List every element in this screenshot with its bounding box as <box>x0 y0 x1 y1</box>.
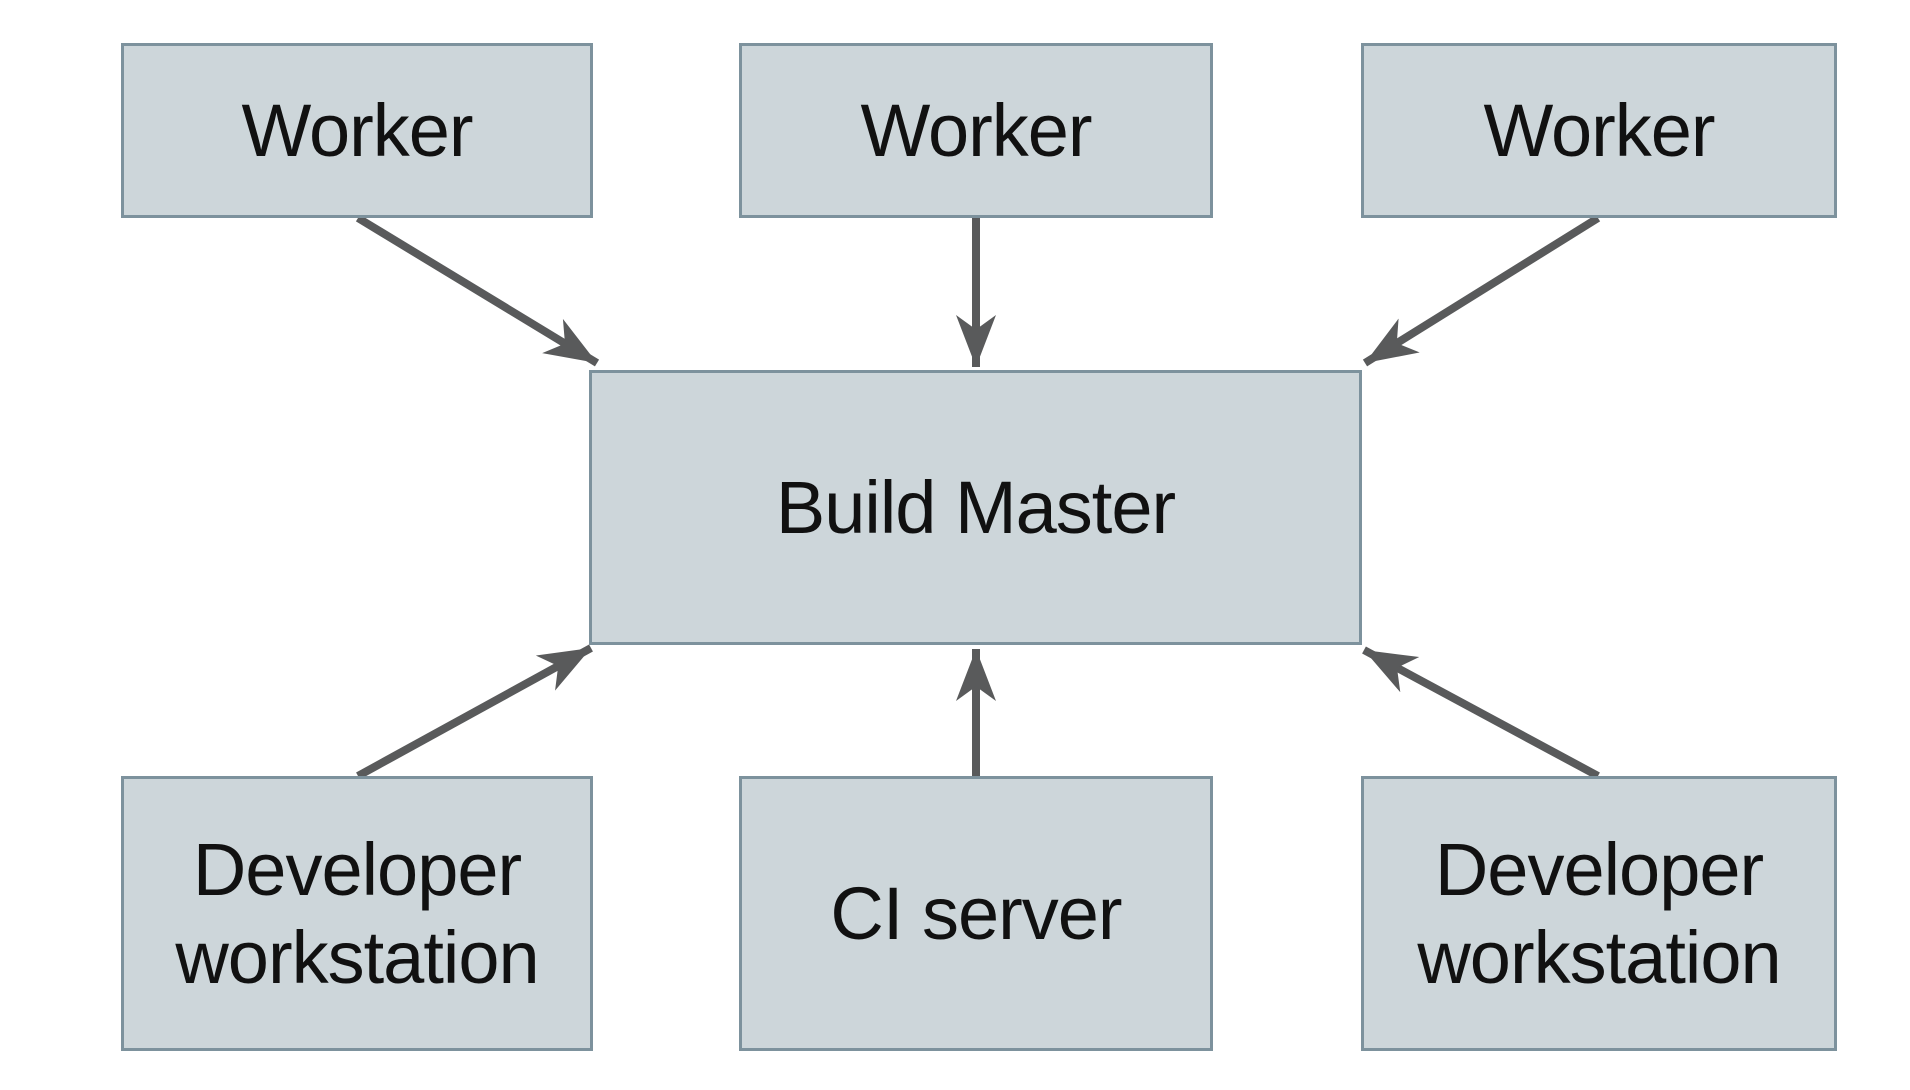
node-worker-3-label: Worker <box>1483 88 1715 172</box>
node-worker-3: Worker <box>1361 43 1837 218</box>
node-developer-workstation-right: Developer workstation <box>1361 776 1837 1051</box>
node-developer-workstation-left-label: Developer workstation <box>175 828 539 999</box>
node-worker-2-label: Worker <box>860 88 1092 172</box>
node-ci-server: CI server <box>739 776 1213 1051</box>
edge-developer-workstation-right-to-build-master <box>1362 646 1600 780</box>
node-build-master-label: Build Master <box>775 465 1176 549</box>
node-developer-workstation-right-label: Developer workstation <box>1417 828 1781 999</box>
node-build-master: Build Master <box>589 370 1362 645</box>
edge-developer-workstation-left-to-build-master <box>356 644 593 780</box>
node-worker-1-label: Worker <box>241 88 473 172</box>
node-developer-workstation-left: Developer workstation <box>121 776 593 1051</box>
node-worker-2: Worker <box>739 43 1213 218</box>
edge-worker-3-to-build-master <box>1362 214 1601 367</box>
node-worker-1: Worker <box>121 43 593 218</box>
edge-worker-1-to-build-master <box>355 214 600 367</box>
node-ci-server-label: CI server <box>830 871 1122 955</box>
